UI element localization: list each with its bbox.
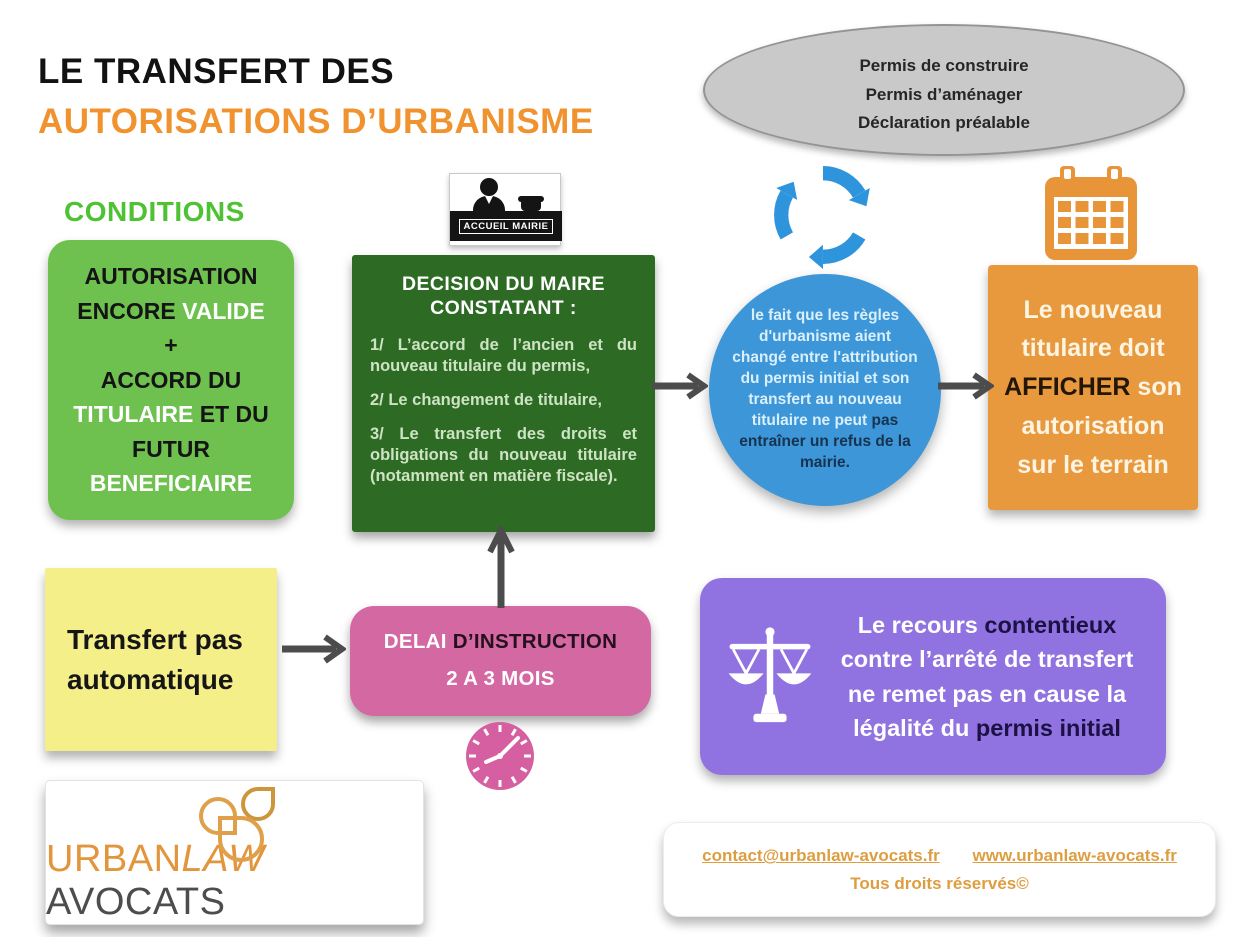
rights-notice: Tous droits réservés© xyxy=(850,873,1029,893)
litigation-text: Le recours contentieux contre l’arrêté d… xyxy=(840,612,1134,741)
receptionist-head-icon xyxy=(480,178,498,196)
litigation-box: Le recours contentieux contre l’arrêté d… xyxy=(700,578,1166,775)
scales-of-justice-icon xyxy=(728,626,812,722)
permit-type-2: Permis d’aménager xyxy=(865,84,1023,104)
contact-links-row: contact@urbanlaw-avocats.fr www.urbanlaw… xyxy=(688,842,1191,869)
mayor-decision-heading: DECISION DU MAIRE CONSTATANT : xyxy=(402,273,605,320)
logo-leaf-icon xyxy=(240,787,275,821)
mayor-decision-item-3: 3/ Le transfert des droits et obligation… xyxy=(370,425,637,486)
logo-petal-icon xyxy=(217,816,264,862)
page-title-line1: LE TRANSFERT DES xyxy=(38,52,395,91)
display-obligation-text: Le nouveau titulaire doit AFFICHER son a… xyxy=(1004,295,1182,479)
arrow-pink-to-green xyxy=(487,526,515,608)
urbanlaw-flower-icon xyxy=(195,787,275,862)
arrow-yellow-to-pink xyxy=(282,634,346,664)
contact-box: contact@urbanlaw-avocats.fr www.urbanlaw… xyxy=(663,822,1216,917)
calendar-icon xyxy=(1045,166,1137,260)
rules-change-text: le fait que les règles d'urbanisme aient… xyxy=(732,307,918,471)
not-automatic-text: Transfert pas automatique xyxy=(67,624,243,695)
display-obligation-box: Le nouveau titulaire doit AFFICHER son a… xyxy=(988,265,1198,510)
permit-type-3: Déclaration préalable xyxy=(858,113,1030,133)
conditions-box: AUTORISATION ENCORE VALIDE + ACCORD DU T… xyxy=(48,240,294,520)
wordmark-urban: URBAN xyxy=(46,838,182,880)
phone-handset-icon xyxy=(518,196,544,202)
mayor-decision-box: DECISION DU MAIRE CONSTATANT : 1/ L’acco… xyxy=(352,255,655,532)
conditions-heading: CONDITIONS xyxy=(64,196,245,227)
page-title-line2: AUTORISATIONS D’URBANISME xyxy=(38,102,594,141)
instruction-delay-box: DELAI D’INSTRUCTION 2 A 3 MOIS xyxy=(350,606,651,716)
mayor-decision-item-1: 1/ L’accord de l’ancien et du nouveau ti… xyxy=(370,335,637,375)
arrow-blue-to-orange xyxy=(938,372,994,400)
arrow-green-to-blue xyxy=(652,372,708,400)
permit-type-1: Permis de construire xyxy=(859,55,1029,75)
clock-icon xyxy=(466,722,534,790)
rules-change-circle: le fait que les règles d'urbanisme aient… xyxy=(709,274,941,506)
mayor-decision-item-2: 2/ Le changement de titulaire, xyxy=(370,390,602,409)
permit-types-bubble: Permis de construire Permis d’aménager D… xyxy=(703,24,1185,156)
conditions-text: AUTORISATION ENCORE VALIDE + ACCORD DU T… xyxy=(73,263,269,497)
wordmark-avocats: AVOCATS xyxy=(46,881,226,923)
reception-desk-label: ACCUEIL MAIRIE xyxy=(458,218,554,234)
contact-website-link[interactable]: www.urbanlaw-avocats.fr xyxy=(972,846,1177,866)
urbanlaw-logo-box: URBANLAW AVOCATS xyxy=(45,780,424,925)
town-hall-reception-icon: ACCUEIL MAIRIE xyxy=(449,173,562,246)
phone-body-icon xyxy=(521,201,541,211)
recycle-icon xyxy=(768,166,870,270)
not-automatic-box: Transfert pas automatique xyxy=(45,568,277,751)
instruction-delay-text: DELAI D’INSTRUCTION 2 A 3 MOIS xyxy=(383,630,618,690)
receptionist-tie-icon xyxy=(485,196,493,204)
reception-desk-icon: ACCUEIL MAIRIE xyxy=(450,211,562,241)
contact-email-link[interactable]: contact@urbanlaw-avocats.fr xyxy=(702,846,940,866)
